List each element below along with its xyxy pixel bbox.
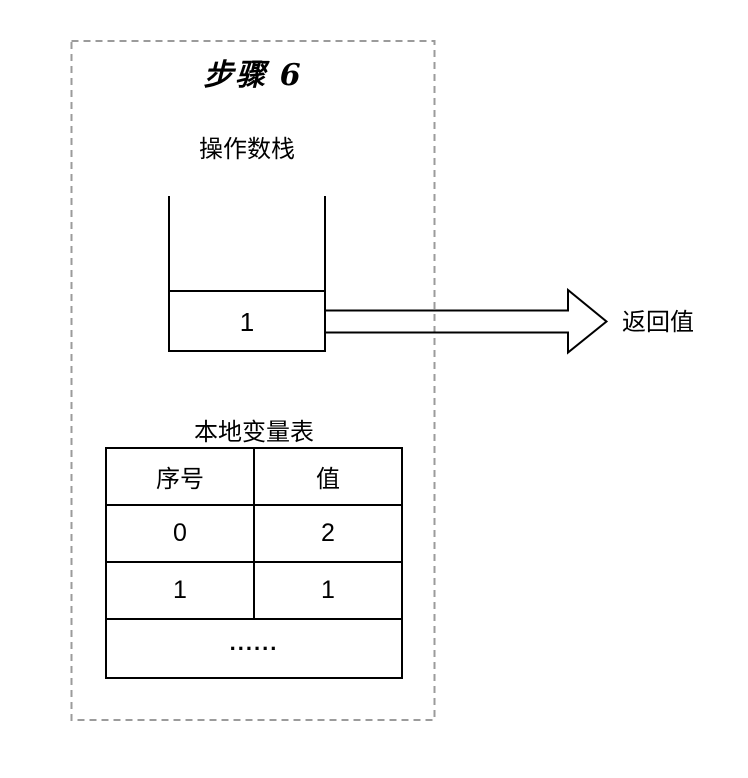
table-row: 1 1	[105, 561, 403, 620]
table-cell-value: 2	[253, 504, 403, 563]
table-header-index: 序号	[105, 447, 255, 506]
table-row: 0 2	[105, 504, 403, 563]
return-arrow-icon	[326, 287, 609, 355]
table-cell-ellipsis: ......	[105, 618, 403, 679]
local-variable-table: 序号 值 0 2 1 1 ......	[105, 447, 403, 679]
table-header-row: 序号 值	[105, 447, 403, 506]
table-header-value: 值	[253, 447, 403, 506]
local-variable-table-label: 本地变量表	[194, 419, 314, 446]
operand-stack-label: 操作数栈	[199, 136, 295, 163]
table-cell-index: 1	[105, 561, 255, 620]
dashed-frame	[70, 40, 436, 721]
operand-stack-shape	[168, 196, 326, 352]
return-value-label: 返回值	[622, 309, 694, 336]
table-cell-index: 0	[105, 504, 255, 563]
step-title: 步骤 6	[203, 58, 303, 93]
stack-top-value: 1	[239, 307, 255, 337]
table-ellipsis-row: ......	[105, 618, 403, 679]
table-cell-value: 1	[253, 561, 403, 620]
